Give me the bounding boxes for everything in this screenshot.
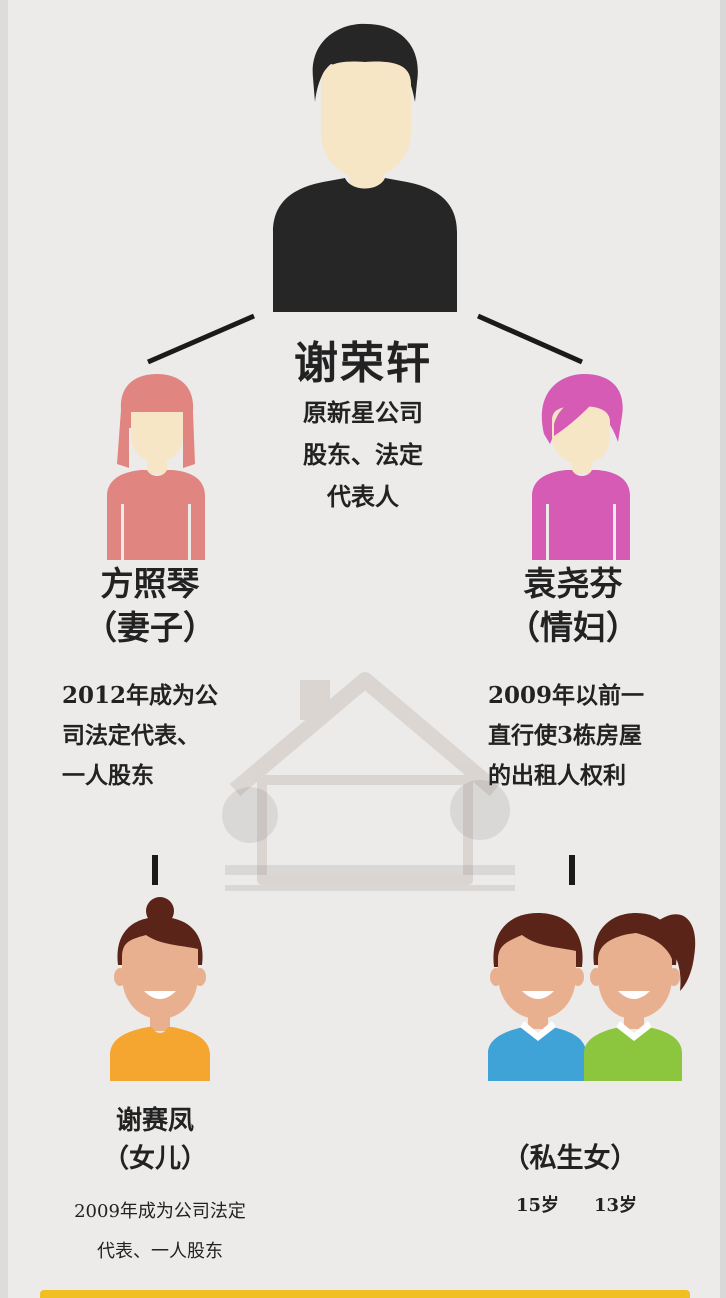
main-person-description: 原新星公司 股东、法定 代表人: [268, 392, 458, 518]
mistress-note: 2009年以前一 直行使3栋房屋 的出租人权利: [488, 676, 718, 796]
girl-figure-icon: [110, 897, 210, 1081]
main-person-desc-line: 股东、法定: [303, 440, 423, 469]
mistress-note-line: 的出租人权利: [488, 762, 626, 789]
girls-pair-icon: [488, 913, 696, 1081]
mistress-name: 袁尧芬: [523, 564, 623, 603]
wife-note-line: 司法定代表、: [62, 722, 200, 749]
wife-note: 2012年成为公 司法定代表、 一人股东: [62, 676, 262, 796]
mistress-label: 袁尧芬 （情妇）: [468, 562, 678, 650]
wife-label: 方照琴 （妻子）: [50, 562, 250, 650]
page-edge-left: [0, 0, 8, 1298]
wife-note-line: 2012年成为公: [62, 682, 219, 709]
connector-mistress-daughters: [569, 855, 575, 885]
daughter-name: 谢赛凤: [115, 1106, 194, 1136]
main-person-desc-line: 原新星公司: [303, 398, 423, 427]
daughter-note: 2009年成为公司法定 代表、一人股东: [40, 1192, 280, 1272]
connector-man-wife: [147, 313, 255, 365]
main-person-desc-line: 代表人: [327, 482, 399, 511]
wife-role: （妻子）: [84, 608, 216, 647]
man-figure-icon: [273, 23, 457, 312]
woman-figure-icon: [107, 374, 205, 560]
mistress-note-line: 直行使3栋房屋: [488, 722, 643, 749]
bottom-accent-bar: [40, 1290, 690, 1298]
illegitimate-daughters-role: （私生女）: [502, 1143, 638, 1174]
wife-note-line: 一人股东: [62, 762, 154, 789]
daughter-role: （女儿）: [102, 1144, 207, 1174]
mistress-note-line: 2009年以前一: [488, 682, 645, 709]
daughter-note-line: 代表、一人股东: [97, 1241, 223, 1262]
age-label-first: 15岁: [516, 1195, 560, 1216]
wife-name: 方照琴: [100, 564, 200, 603]
daughter-label: 谢赛凤 （女儿）: [60, 1102, 250, 1178]
age-label-second: 13岁: [594, 1195, 638, 1216]
woman-figure-icon: [532, 374, 630, 560]
connector-wife-daughter: [152, 855, 158, 885]
mistress-role: （情妇）: [507, 608, 639, 647]
main-person-name: 谢荣轩: [294, 338, 432, 389]
daughter-note-line: 2009年成为公司法定: [74, 1201, 246, 1222]
connector-man-mistress: [476, 313, 584, 365]
page-edge-right: [720, 0, 726, 1298]
